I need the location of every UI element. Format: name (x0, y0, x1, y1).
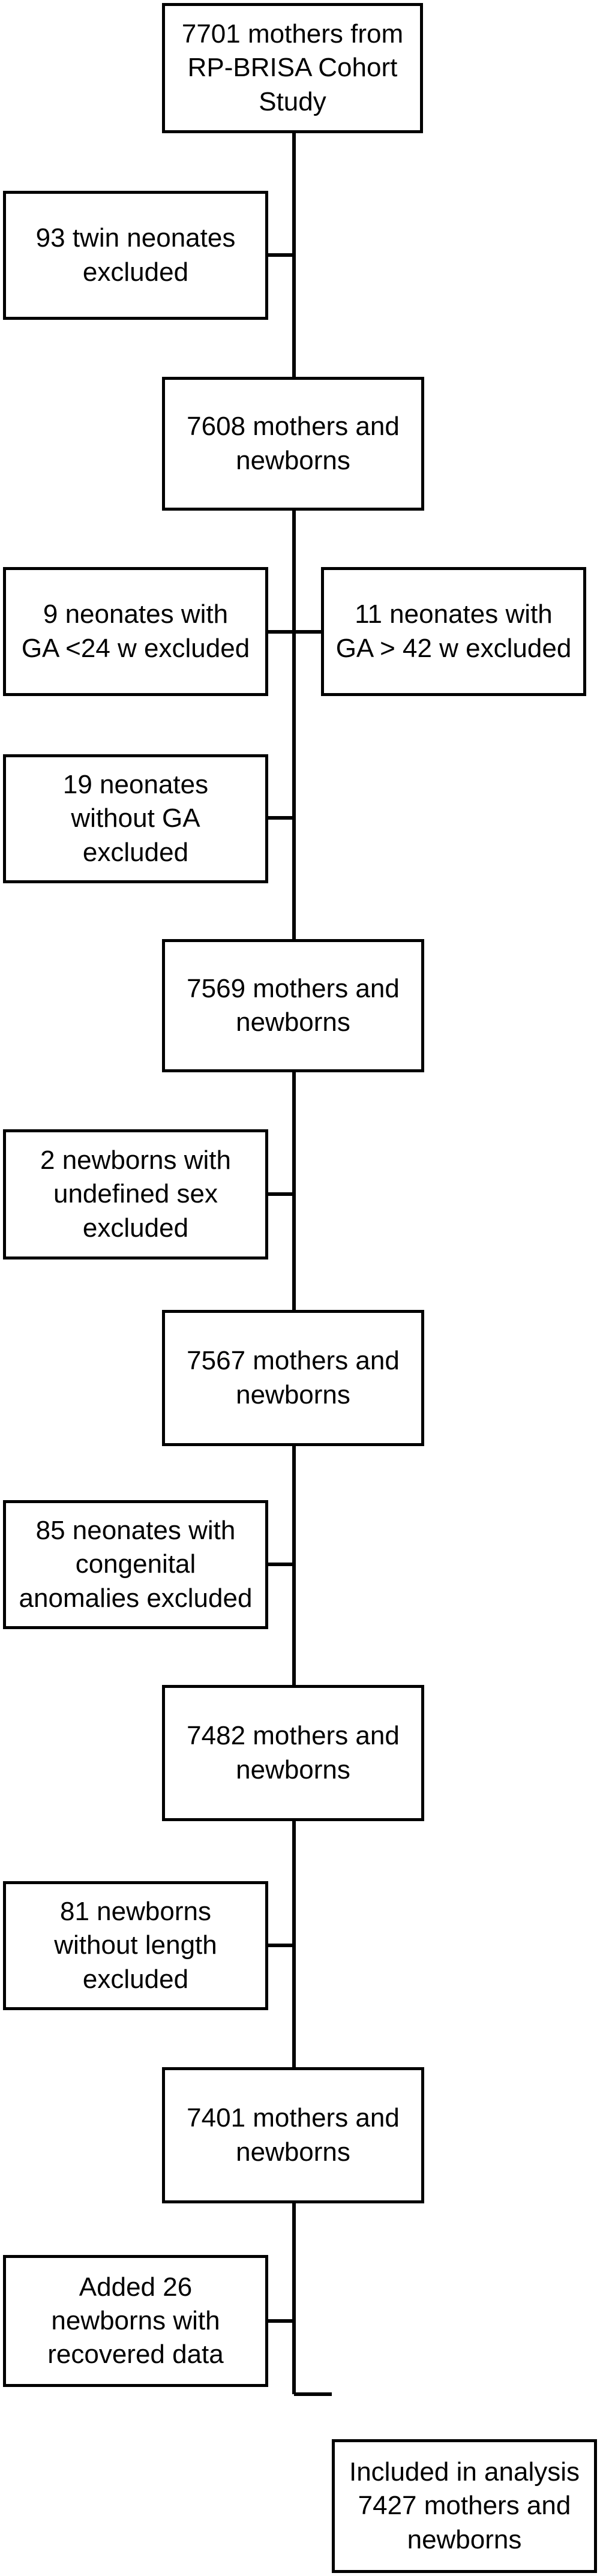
box-start: 7701 mothers from RP-BRISA Cohort Study (162, 3, 423, 133)
box-step5: 7401 mothers and newborns (162, 2067, 424, 2203)
box-excluded-anomalies: 85 neonates with congenital anomalies ex… (3, 1500, 268, 1629)
box-step2: 7569 mothers and newborns (162, 939, 424, 1072)
box-step1: 7608 mothers and newborns (162, 377, 424, 511)
box-excluded-ga-high: 11 neonates with GA > 42 w excluded (321, 567, 586, 696)
box-added-recovered: Added 26 newborns with recovered data (3, 2255, 268, 2387)
box-excluded-undefined-sex: 2 newborns with undefined sex excluded (3, 1129, 268, 1259)
box-excluded-twins: 93 twin neonates excluded (3, 191, 268, 320)
box-excluded-no-ga: 19 neonates without GA excluded (3, 754, 268, 883)
box-excluded-length: 81 newborns without length excluded (3, 1881, 268, 2010)
box-step3: 7567 mothers and newborns (162, 1310, 424, 1446)
box-excluded-ga-low: 9 neonates with GA <24 w excluded (3, 567, 268, 696)
box-final: Included in analysis 7427 mothers and ne… (332, 2439, 597, 2573)
box-step4: 7482 mothers and newborns (162, 1685, 424, 1821)
